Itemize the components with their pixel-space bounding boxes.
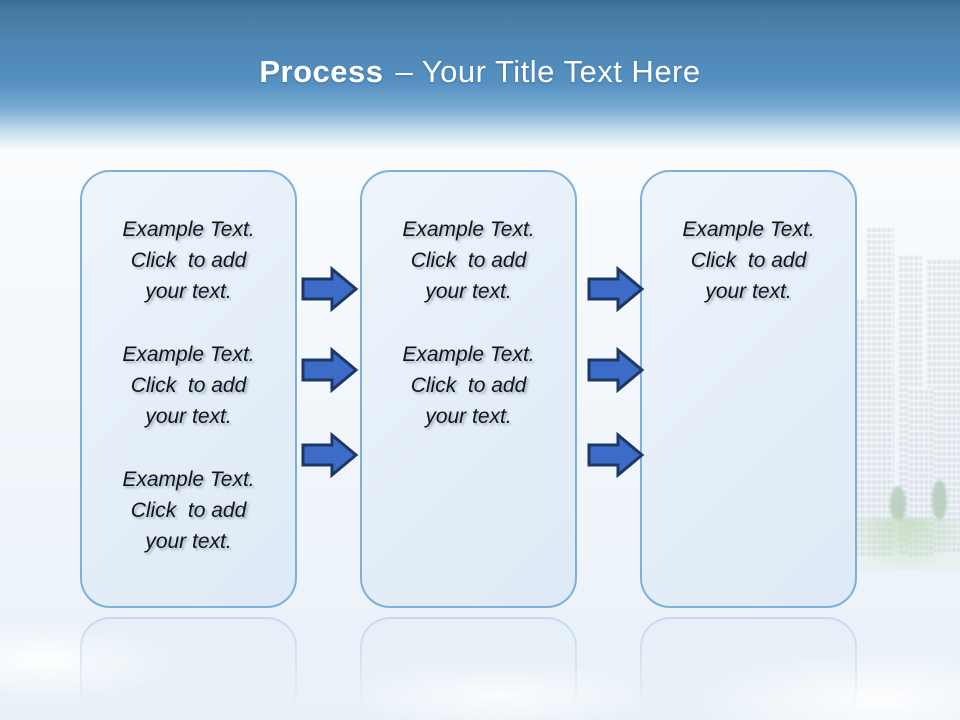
text-placeholder[interactable]: Example Text. Click to add your text. [82,464,295,557]
placeholder-line: your text. [425,405,512,428]
placeholder-line: Example Text. [402,343,535,366]
placeholder-line: Click to add [410,374,527,397]
arrow-right-icon[interactable] [587,347,645,393]
building [866,226,894,556]
box-reflection [360,617,577,720]
text-placeholder[interactable]: Example Text. Click to add your text. [82,214,295,307]
placeholder-line: Example Text. [402,218,535,241]
placeholder-line: Click to add [130,249,247,272]
arrow-right-icon[interactable] [587,432,645,478]
arrow-right-icon[interactable] [301,347,359,393]
title-subtitle: – Your Title Text Here [395,54,701,89]
cityscape-background [852,218,960,570]
placeholder-line: Example Text. [682,218,815,241]
arrow-right-icon[interactable] [301,266,359,312]
grass [852,518,960,570]
placeholder-line: Click to add [410,249,527,272]
arrow-right-icon[interactable] [587,266,645,312]
process-box-2[interactable]: Example Text. Click to add your text. Ex… [360,170,577,608]
text-placeholder[interactable]: Example Text. Click to add your text. [362,214,575,307]
box-reflection [640,617,857,720]
placeholder-line: Click to add [130,374,247,397]
placeholder-line: your text. [145,280,232,303]
placeholder-line: your text. [705,280,792,303]
placeholder-line: Click to add [690,249,807,272]
building [908,388,934,556]
text-placeholder[interactable]: Example Text. Click to add your text. [642,214,855,307]
slide-title[interactable]: Process – Your Title Text Here [0,54,960,90]
text-placeholder[interactable]: Example Text. Click to add your text. [362,339,575,432]
placeholder-line: your text. [145,530,232,553]
placeholder-line: Example Text. [122,218,255,241]
process-box-1[interactable]: Example Text. Click to add your text. Ex… [80,170,297,608]
building [926,258,960,554]
tree [890,486,906,522]
tree [932,480,947,520]
arrow-right-icon[interactable] [301,432,359,478]
building [854,298,866,556]
process-box-3[interactable]: Example Text. Click to add your text. [640,170,857,608]
title-emphasis: Process [259,54,384,89]
building [898,254,922,554]
placeholder-line: your text. [425,280,512,303]
header-band [0,0,960,150]
placeholder-line: Click to add [130,499,247,522]
placeholder-line: Example Text. [122,468,255,491]
placeholder-line: your text. [145,405,232,428]
placeholder-line: Example Text. [122,343,255,366]
text-placeholder[interactable]: Example Text. Click to add your text. [82,339,295,432]
box-reflection [80,617,297,720]
